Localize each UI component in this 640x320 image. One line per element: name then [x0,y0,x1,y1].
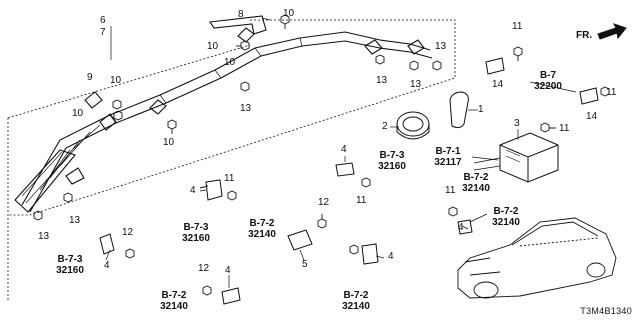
ref-part-number: 32160 [56,265,84,276]
vehicle-silhouette [457,217,617,299]
ref-label[interactable]: B-7-2 32140 [486,206,526,228]
callout-10: 10 [72,108,84,119]
callout-5: 5 [302,259,308,270]
callout-4: 4 [190,185,196,196]
callout-10: 10 [207,41,219,52]
ref-code: B-7-1 [435,146,461,157]
ref-code: B-7-2 [343,290,369,301]
callout-14: 14 [586,111,598,122]
ref-code: B-7-3 [57,254,83,265]
callout-7: 7 [100,27,106,38]
callout-13: 13 [69,215,81,226]
side-curtain-airbag [14,15,433,213]
callout-13: 13 [376,75,388,86]
diagram-code: T3M4B1340 [580,306,632,316]
ref-code: B-7-2 [161,290,187,301]
reference-pointers [469,81,577,223]
side-sensor [287,229,313,251]
callout-4: 4 [458,222,464,233]
ref-label[interactable]: B-7-1 32117 [428,146,468,168]
callout-12: 12 [122,227,134,238]
ref-part-number: 32140 [248,229,276,240]
ref-label[interactable]: B-7-2 32140 [336,290,376,312]
callout-11: 11 [559,123,570,134]
ref-part-number: 32140 [462,183,490,194]
callout-10: 10 [283,8,295,19]
callout-10: 10 [163,137,175,148]
callout-1: 1 [478,104,484,115]
ref-code: B-7-3 [379,150,405,161]
callout-13: 13 [410,79,422,90]
callout-8: 8 [238,9,244,20]
ref-part-number: 32160 [378,161,406,172]
callout-11: 11 [512,21,523,32]
callout-11: 11 [224,173,235,184]
ref-label[interactable]: B-7 32200 [528,70,568,92]
callout-13: 13 [435,41,447,52]
ref-label[interactable]: B-7-3 32160 [176,222,216,244]
callout-11: 11 [445,185,456,196]
callout-10: 10 [110,75,122,86]
ref-part-number: 32160 [182,233,210,244]
callout-13: 13 [240,103,252,114]
callout-4: 4 [341,144,347,155]
callout-11: 11 [356,195,367,206]
clock-spring [396,91,469,140]
ref-code: B-7-2 [493,206,519,217]
leader-lines [105,17,556,288]
curtain-airbag-boundary [7,19,456,300]
ref-code: B-7-2 [463,172,489,183]
callout-14: 14 [492,79,504,90]
callout-6: 6 [100,15,106,26]
callout-4: 4 [104,260,110,271]
fasteners [33,14,610,296]
callout-12: 12 [198,263,210,274]
ref-label[interactable]: B-7-3 32160 [372,150,412,172]
ref-label[interactable]: B-7-2 32140 [242,218,282,240]
callout-4: 4 [225,265,231,276]
front-direction-label: FR. [576,30,593,41]
callout-9: 9 [87,72,93,83]
ref-code: B-7-3 [183,222,209,233]
ref-code: B-7 [539,70,557,81]
ref-part-number: 32200 [534,81,562,92]
ref-label[interactable]: B-7-2 32140 [154,290,194,312]
srs-harness [473,157,501,171]
callout-10: 10 [224,57,236,68]
ref-part-number: 32117 [434,157,462,168]
front-direction-arrow [597,23,627,40]
ref-part-number: 32140 [492,217,520,228]
ref-part-number: 32140 [160,301,188,312]
impact-sensors [99,57,599,305]
callout-2: 2 [382,121,388,132]
ref-label[interactable]: B-7-2 32140 [456,172,496,194]
callout-4: 4 [388,251,394,262]
ref-part-number: 32140 [342,301,370,312]
srs-unit [499,132,559,183]
callout-12: 12 [318,197,330,208]
ref-code: B-7-2 [249,218,275,229]
ref-label[interactable]: B-7-3 32160 [50,254,90,276]
callout-3: 3 [514,118,520,129]
callout-11: 11 [606,87,617,98]
callout-13: 13 [38,231,50,242]
